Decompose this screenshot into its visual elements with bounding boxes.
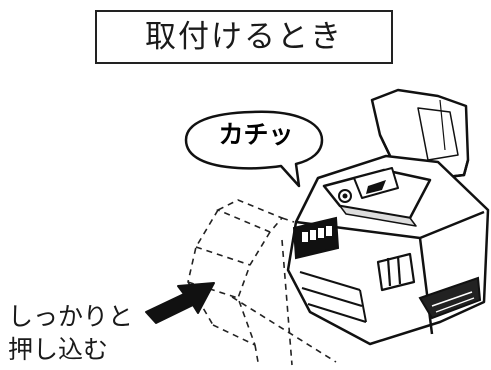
click-sound-label: カチッ xyxy=(218,120,294,149)
battery-side-latch xyxy=(376,252,416,292)
instruction-line-2: 押し込む xyxy=(8,335,109,364)
battery-side-band xyxy=(418,276,482,320)
title-box: 取付けるとき xyxy=(95,10,393,64)
instruction-line-1: しっかりと xyxy=(8,302,134,331)
speech-bubble xyxy=(184,110,324,188)
push-arrow-icon xyxy=(145,282,215,324)
battery-ribs xyxy=(299,271,367,323)
battery-dashed-outline xyxy=(187,199,337,366)
title-text: 取付けるとき xyxy=(145,18,343,55)
instruction-text: しっかりと 押し込む xyxy=(8,300,158,366)
battery-indicator-panel xyxy=(292,216,340,260)
